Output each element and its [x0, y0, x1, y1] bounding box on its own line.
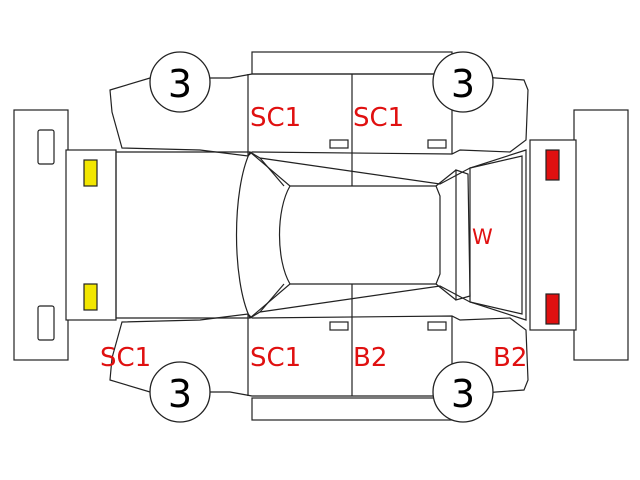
damage-right-rear-door: B2 — [353, 343, 387, 373]
front-bumper — [13, 109, 69, 361]
tire-grade-rear-right: 3 — [451, 372, 475, 416]
rear-right-lamp — [545, 293, 560, 325]
rear-lamp-panel — [529, 139, 577, 331]
damage-left-front-door: SC1 — [250, 103, 301, 133]
tire-front-right: 3 — [149, 361, 211, 423]
tire-grade-front-left: 3 — [168, 62, 192, 106]
damage-rear-windshield: W — [472, 225, 493, 249]
tire-rear-left: 3 — [432, 51, 494, 113]
right-side-panels — [109, 284, 529, 421]
front-lamp-panel — [65, 149, 117, 321]
front-right-lamp — [83, 283, 98, 311]
damage-right-front-door: SC1 — [250, 343, 301, 373]
tire-front-left: 3 — [149, 51, 211, 113]
rear-left-lamp — [545, 149, 560, 181]
tire-grade-rear-left: 3 — [451, 62, 475, 106]
left-side-panels — [109, 51, 529, 186]
car-top-view — [115, 149, 527, 321]
tire-rear-right: 3 — [432, 361, 494, 423]
rear-bumper — [573, 109, 629, 361]
damage-left-rear-door: SC1 — [353, 103, 404, 133]
tire-grade-front-right: 3 — [168, 372, 192, 416]
front-left-lamp — [83, 159, 98, 187]
damage-front-left-fender: SC1 — [100, 343, 151, 373]
damage-right-rear-quarter: B2 — [493, 343, 527, 373]
